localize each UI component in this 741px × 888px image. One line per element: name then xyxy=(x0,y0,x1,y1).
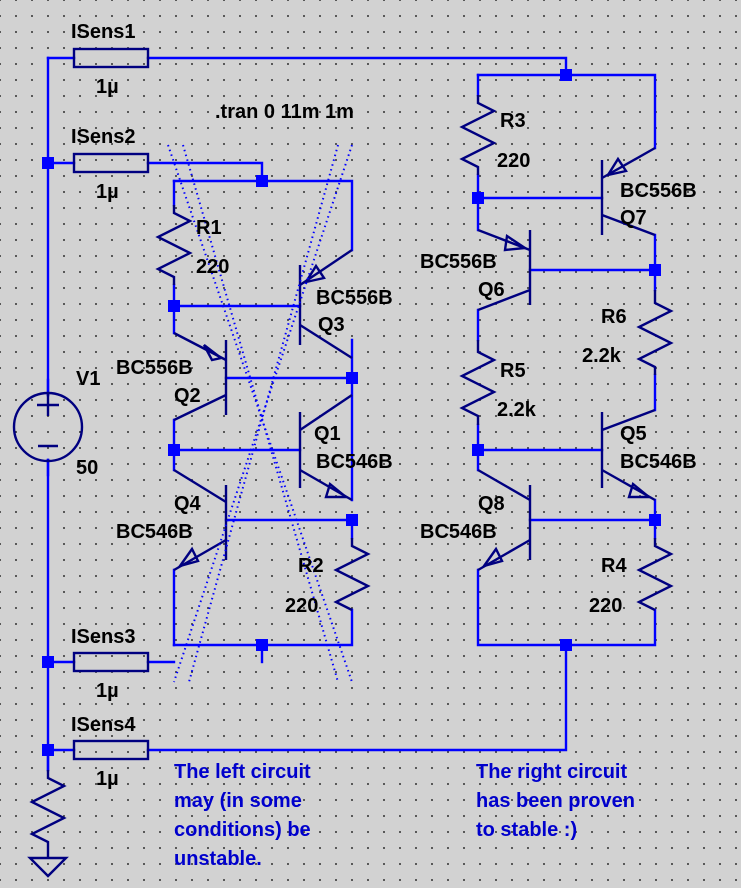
q1-model: BC546B xyxy=(316,451,393,473)
q6-transistor[interactable] xyxy=(477,228,532,312)
right-note-line: has been proven xyxy=(476,790,635,812)
v1-name: V1 xyxy=(76,368,100,390)
q3-model: BC556B xyxy=(316,287,393,309)
r6-resistor[interactable] xyxy=(636,290,674,375)
left-note-line: conditions) be xyxy=(174,819,311,841)
isens1-value: 1µ xyxy=(96,76,119,98)
wires xyxy=(46,56,657,772)
r2-name: R2 xyxy=(298,555,324,577)
q8-model: BC546B xyxy=(420,521,497,543)
r6-value: 2.2k xyxy=(582,345,622,367)
q8-name: Q8 xyxy=(478,493,505,515)
r3-resistor[interactable] xyxy=(459,95,497,175)
r5-resistor[interactable] xyxy=(459,340,497,425)
dotted-cross-lines xyxy=(167,144,353,683)
q2-model: BC556B xyxy=(116,357,193,379)
r5-name: R5 xyxy=(500,360,526,382)
r4-resistor[interactable] xyxy=(636,538,674,612)
q5-name: Q5 xyxy=(620,423,647,445)
r3-value: 220 xyxy=(497,150,530,172)
isens4-name: ISens4 xyxy=(71,714,136,736)
q2-name: Q2 xyxy=(174,385,201,407)
left-note-line: may (in some xyxy=(174,790,302,812)
r4-value: 220 xyxy=(589,595,622,617)
q3-name: Q3 xyxy=(318,314,345,336)
r1-resistor[interactable] xyxy=(155,205,193,285)
q4-model: BC546B xyxy=(116,521,193,543)
left-note-line: unstable. xyxy=(174,848,262,870)
isens3-value: 1µ xyxy=(96,680,119,702)
left-note[interactable]: The left circuit may (in some conditions… xyxy=(174,761,311,870)
r1-name: R1 xyxy=(196,217,222,239)
q7-name: Q7 xyxy=(620,207,647,229)
isens3-resistor[interactable] xyxy=(72,651,150,673)
r2-resistor[interactable] xyxy=(333,538,371,612)
q3-transistor[interactable] xyxy=(298,249,353,360)
q1-name: Q1 xyxy=(314,423,341,445)
right-note-line: The right circuit xyxy=(476,761,627,783)
isens4-value: 1µ xyxy=(96,768,119,790)
r3-name: R3 xyxy=(500,110,526,132)
q4-name: Q4 xyxy=(174,493,202,515)
left-note-line: The left circuit xyxy=(174,761,311,783)
right-note-line: to stable :) xyxy=(476,819,577,841)
isens1-name: ISens1 xyxy=(71,21,135,43)
isens1-resistor[interactable] xyxy=(72,47,150,69)
isens2-value: 1µ xyxy=(96,181,119,203)
q1-transistor[interactable] xyxy=(298,394,353,502)
q5-model: BC546B xyxy=(620,451,697,473)
r2-value: 220 xyxy=(285,595,318,617)
r4-name: R4 xyxy=(601,555,627,577)
q7-transistor[interactable] xyxy=(600,146,656,237)
right-note[interactable]: The right circuit has been proven to sta… xyxy=(476,761,635,841)
q6-name: Q6 xyxy=(478,279,505,301)
v1-voltage-source[interactable] xyxy=(12,391,84,463)
r1-value: 220 xyxy=(196,256,229,278)
q4-transistor[interactable] xyxy=(173,468,228,572)
q5-transistor[interactable] xyxy=(600,408,656,502)
isens2-resistor[interactable] xyxy=(72,152,150,174)
q8-transistor[interactable] xyxy=(477,468,532,572)
tran-directive[interactable]: .tran 0 11m 1m xyxy=(215,101,354,123)
ground-resistor xyxy=(29,770,67,858)
r6-name: R6 xyxy=(601,306,627,328)
v1-value: 50 xyxy=(76,457,98,479)
q7-model: BC556B xyxy=(620,180,697,202)
ground-icon xyxy=(27,856,69,878)
r5-value: 2.2k xyxy=(497,399,537,421)
junctions xyxy=(42,69,661,756)
isens4-resistor[interactable] xyxy=(72,739,150,761)
isens2-name: ISens2 xyxy=(71,126,135,148)
q6-model: BC556B xyxy=(420,251,497,273)
isens3-name: ISens3 xyxy=(71,626,135,648)
q2-transistor[interactable] xyxy=(173,331,228,422)
